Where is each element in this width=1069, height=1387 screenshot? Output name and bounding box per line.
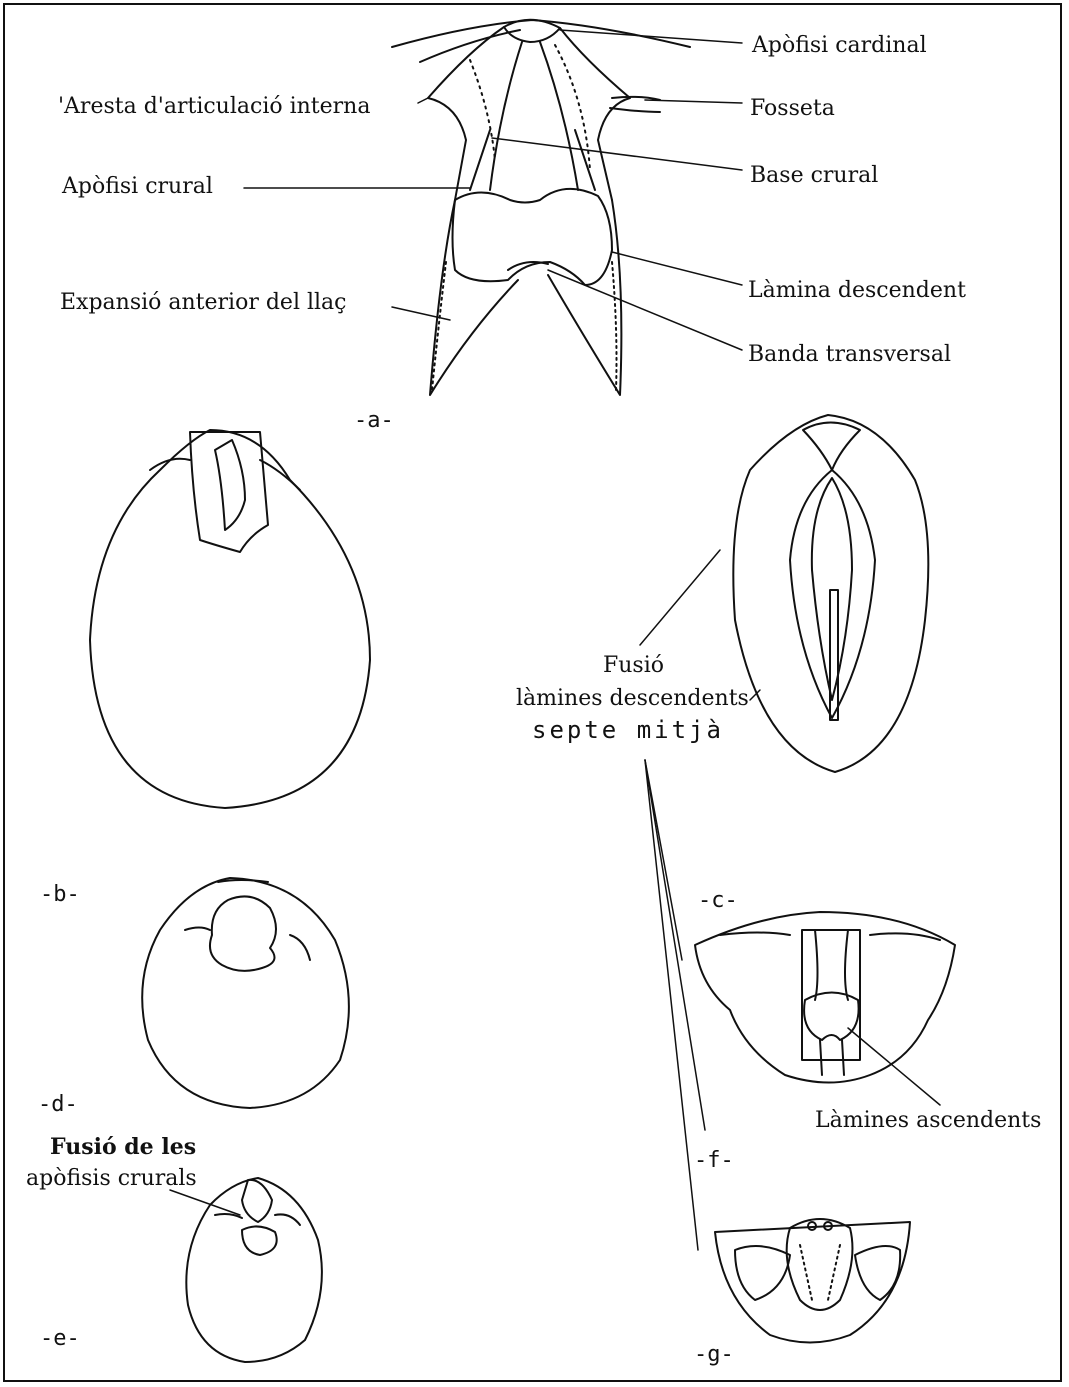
drawing-d [142,878,349,1108]
panel-label-d: -d- [38,1094,78,1116]
label-fusio-de-les: Fusió de les [50,1136,196,1158]
panel-label-a: -a- [354,410,394,432]
panel-label-g: -g- [694,1344,734,1366]
drawing-b [90,430,370,808]
label-banda-transversal: Banda transversal [748,344,951,366]
label-septe-mitja: septe mitjà [532,718,724,742]
label-aresta-articulacio: 'Aresta d'articulació interna [58,96,370,118]
drawing-c [733,415,928,772]
label-laminas-ascendents: Làmines ascendents [815,1110,1041,1132]
drawing-f [695,912,955,1083]
leader-line-f [848,1028,940,1105]
drawing-g [715,1219,910,1343]
panel-label-b: -b- [40,884,80,906]
panel-label-c: -c- [698,890,738,912]
label-laminas-descendents: làmines descendents [516,688,749,710]
label-apofisi-crural: Apòfisi crural [62,176,213,198]
label-fosseta: Fosseta [750,98,835,120]
panel-label-f: -f- [694,1150,734,1172]
panel-label-e: -e- [40,1328,80,1350]
drawing-a [392,20,690,395]
label-apofisi-cardinal: Apòfisi cardinal [752,35,927,57]
label-expansio-anterior: Expansió anterior del llaç [60,292,347,314]
label-base-crural: Base crural [750,165,878,187]
label-fusio: Fusió [603,655,664,677]
label-lamina-descendent: Làmina descendent [748,280,966,302]
drawing-e [186,1178,322,1362]
label-apofisis-crurals: apòfisis crurals [26,1168,197,1190]
